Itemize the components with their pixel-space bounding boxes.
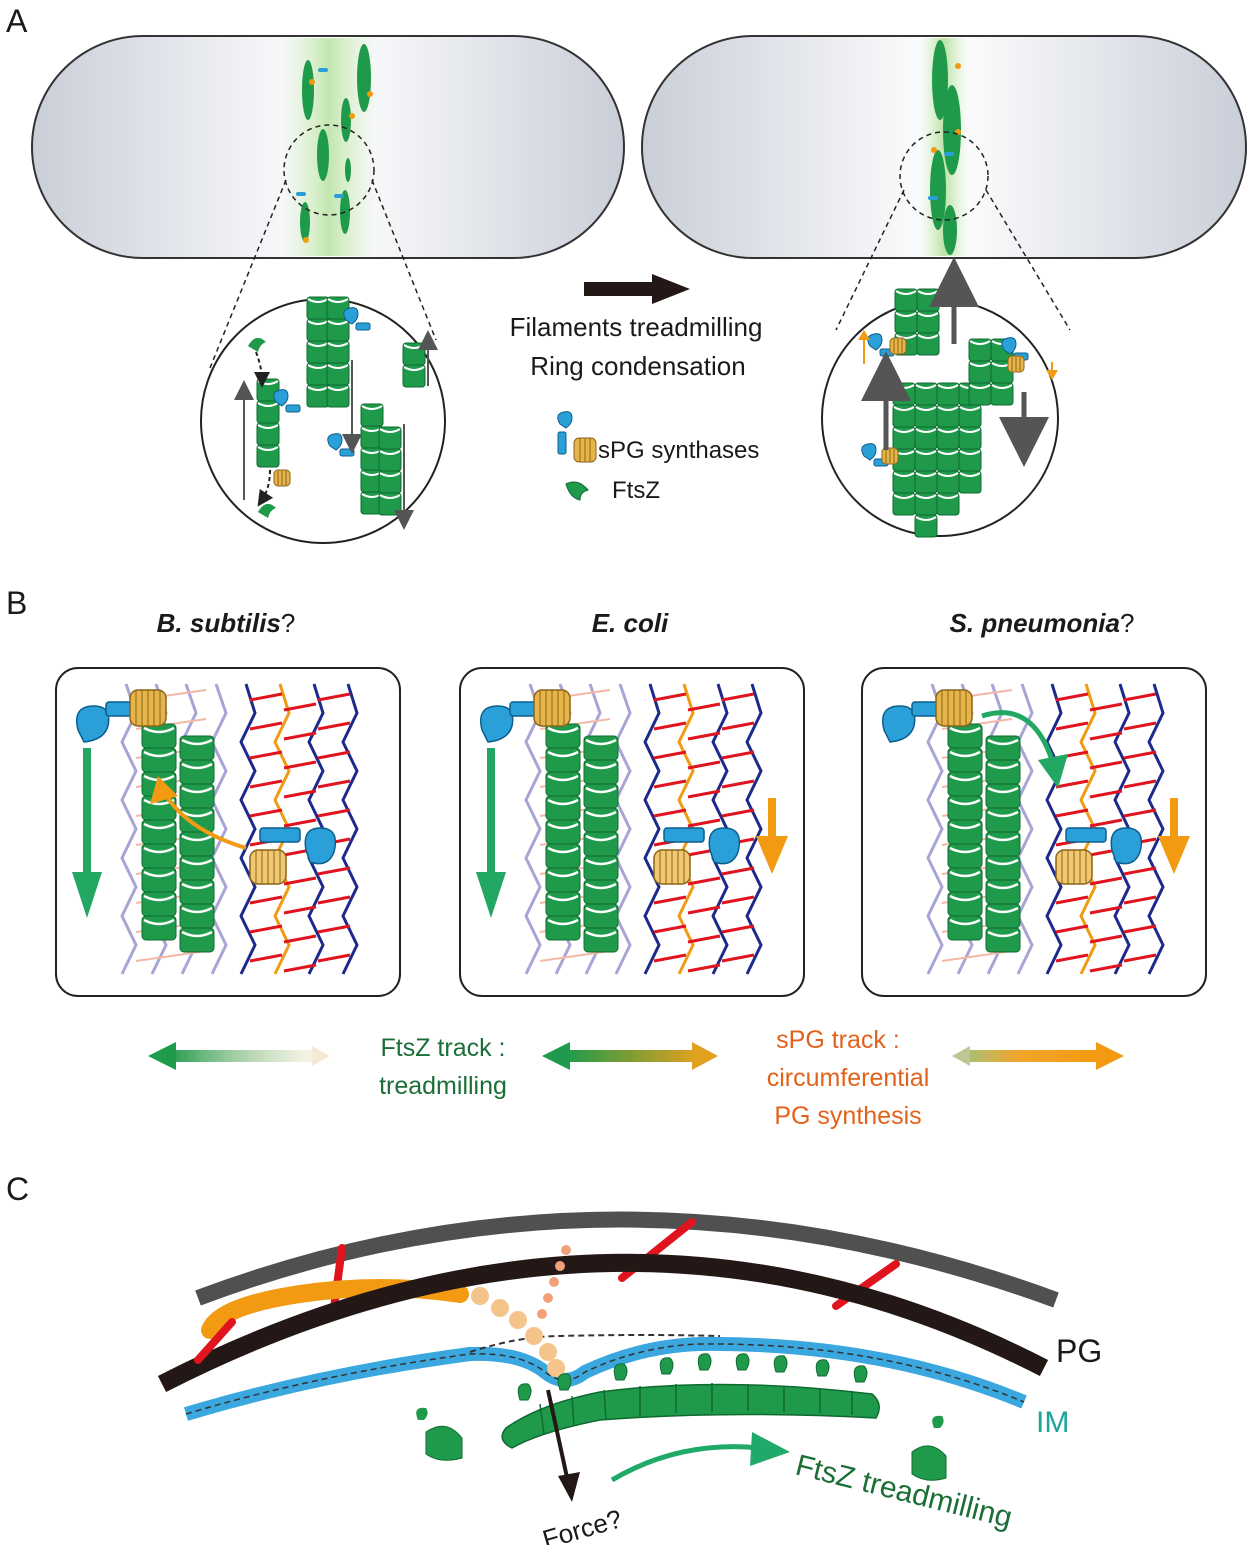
spg-track-label-3: PG synthesis — [774, 1102, 921, 1130]
process-label-1: Filaments treadmilling — [510, 312, 763, 342]
sPG-synthase-icon — [557, 411, 597, 463]
species-spneumonia: S. pneumonia? — [950, 608, 1135, 638]
species-ecoli: E. coli — [592, 608, 669, 638]
im-label: IM — [1036, 1406, 1069, 1439]
spg-track-label-1: sPG track : — [776, 1026, 900, 1054]
ftsz-filament — [416, 1353, 947, 1481]
spg-track-label-2: circumferential — [767, 1064, 930, 1092]
spg-track-arrow-icon — [952, 1042, 1124, 1070]
panel-a-letter: A — [6, 3, 28, 39]
mechanism-boxes — [55, 667, 1207, 997]
ftsz-track-arrow-icon — [148, 1042, 330, 1070]
pg-label: PG — [1056, 1333, 1102, 1369]
zoom-circle-before — [200, 296, 446, 544]
zoom-circle-after — [821, 257, 1059, 538]
ftsz-subunit-icon — [565, 481, 589, 501]
species-bsubtilis: B. subtilis? — [157, 608, 296, 638]
ftsz-track-label-2: treadmilling — [379, 1072, 507, 1100]
mechanism-box-spn — [861, 667, 1207, 997]
both-tracks-arrow-icon — [542, 1042, 718, 1070]
treadmilling-arrow-icon — [610, 1432, 790, 1483]
mechanism-box-bsub — [55, 667, 401, 997]
force-arrow-icon — [546, 1389, 580, 1502]
cell-envelope — [157, 1211, 1059, 1421]
legend-spg-label: sPG synthases — [598, 437, 759, 464]
legend-ftsz-label: FtsZ — [612, 477, 660, 504]
ftsz-treadmilling-label: FtsZ treadmilling — [792, 1449, 1015, 1535]
process-arrow-icon — [584, 274, 690, 304]
cell-before — [31, 35, 625, 259]
mechanism-box-ecoli — [459, 667, 805, 997]
cell-after — [641, 35, 1247, 259]
panel-c-letter: C — [6, 1171, 29, 1207]
process-label-2: Ring condensation — [530, 351, 745, 381]
panel-b-letter: B — [6, 585, 27, 621]
force-label: Force? — [539, 1503, 625, 1545]
ftsz-track-label-1: FtsZ track : — [381, 1034, 506, 1062]
